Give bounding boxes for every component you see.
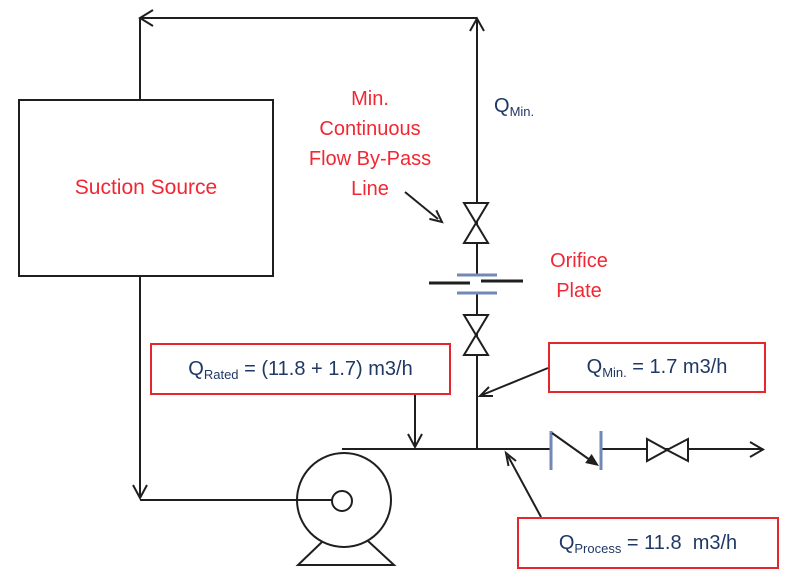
check-valve-icon	[549, 431, 603, 470]
bypass-lower-valve-icon	[462, 314, 490, 356]
q-min-annotation-box: QMin. = 1.7 m3/h	[548, 342, 766, 393]
eq-value: = 11.8 m3/h	[621, 531, 738, 554]
pump-icon	[295, 452, 397, 566]
bypass-note: Min. Continuous Flow By-Pass Line	[308, 88, 432, 200]
eq-subscript: Process	[574, 540, 622, 556]
suction-source-box: Suction Source	[18, 99, 274, 277]
eq-value: = (11.8 + 1.7) m3/h	[238, 357, 413, 380]
eq-symbol: Q	[188, 357, 204, 380]
eq-subscript: Min.	[602, 365, 627, 380]
eq-subscript: Rated	[203, 366, 239, 382]
eq-symbol: Q	[586, 356, 603, 378]
q-min-equation: QMin. = 1.7 m3/h	[586, 356, 728, 380]
bypass-upper-valve-icon	[462, 202, 490, 244]
q-rated-leader-arrow	[407, 393, 423, 450]
flow-arrow-up-icon	[469, 16, 485, 32]
return-line-top	[138, 9, 477, 99]
bypass-note-leader-arrow	[404, 191, 444, 224]
flow-arrow-left-icon	[138, 9, 154, 27]
q-rated-annotation-box: QRated = (11.8 + 1.7) m3/h	[150, 343, 451, 395]
flow-subscript: Min.	[509, 104, 535, 119]
flow-symbol: Q	[494, 95, 510, 117]
q-process-annotation-box: QProcess = 11.8 m3/h	[517, 517, 779, 569]
q-rated-equation: QRated = (11.8 + 1.7) m3/h	[188, 357, 413, 382]
q-process-equation: QProcess = 11.8 m3/h	[558, 531, 738, 556]
gate-valve-icon	[646, 437, 689, 463]
flow-arrow-right-icon	[749, 441, 766, 458]
suction-source-label: Suction Source	[74, 176, 218, 199]
suction-line	[132, 273, 332, 501]
orifice-plate-icon	[429, 273, 523, 295]
q-min-leader-arrow	[477, 367, 549, 397]
eq-symbol: Q	[558, 531, 575, 554]
q-process-leader-arrow	[504, 450, 542, 518]
eq-value: = 1.7 m3/h	[626, 356, 728, 378]
flow-arrow-down-icon	[132, 484, 148, 501]
orifice-plate-note: Orifice Plate	[550, 250, 608, 302]
bypass-flow-label: QMin.	[494, 95, 535, 119]
